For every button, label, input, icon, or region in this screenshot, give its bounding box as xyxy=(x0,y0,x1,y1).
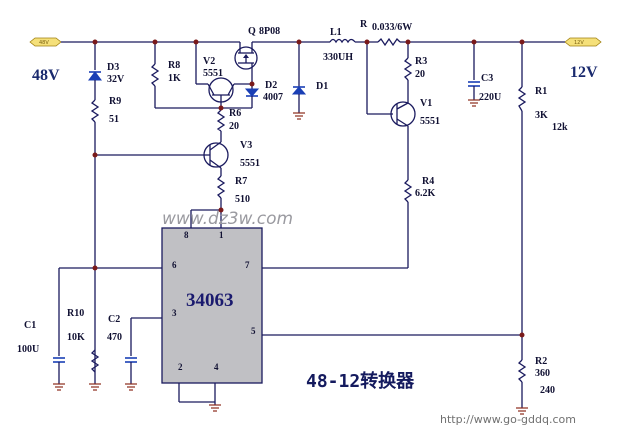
r4-ref: R4 xyxy=(422,176,434,187)
q-value: 8P08 xyxy=(259,26,280,37)
d2-diode xyxy=(221,84,260,109)
r9-ref: R9 xyxy=(109,96,121,107)
c1-value: 100U xyxy=(17,344,39,355)
r7-ref: R7 xyxy=(235,176,247,187)
watermark: www.dz3w.com xyxy=(162,209,293,229)
l1-ref: L1 xyxy=(330,27,342,38)
r4-value: 6.2K xyxy=(415,188,436,199)
r2-alt-value: 240 xyxy=(540,385,555,396)
d3-ref: D3 xyxy=(107,62,119,73)
r1-ref: R1 xyxy=(535,86,547,97)
ic-pin-6: 6 xyxy=(172,260,177,270)
svg-text:48V: 48V xyxy=(39,40,49,46)
c2-ref: C2 xyxy=(108,314,120,325)
r1-value: 3K xyxy=(535,110,548,121)
ic-pin-8: 8 xyxy=(184,230,189,240)
r8-value: 1K xyxy=(168,73,181,84)
junction-dots xyxy=(92,39,525,338)
r10-value: 10K xyxy=(67,332,85,343)
d3-zener-branch xyxy=(88,42,102,372)
r10-resistor xyxy=(88,349,102,391)
v2-ref: V2 xyxy=(203,56,215,67)
v3-ref: V3 xyxy=(240,140,252,151)
ic-pin-3: 3 xyxy=(172,308,177,318)
r6-value: 20 xyxy=(229,121,239,132)
r10-ref: R10 xyxy=(67,308,84,319)
c3-ref: C3 xyxy=(481,73,493,84)
ic-name: 34063 xyxy=(186,290,234,311)
input-voltage-label: 48V xyxy=(32,67,60,84)
r-sense-resistor xyxy=(377,37,401,47)
c3-value: 220U xyxy=(479,92,501,103)
l1-inductor xyxy=(329,38,356,44)
r6-v3-r7-chain xyxy=(95,108,229,228)
l1-value: 330UH xyxy=(323,52,353,63)
ic-pin-4: 4 xyxy=(214,362,219,372)
r-value: 0.033/6W xyxy=(372,22,412,33)
d2-ref: D2 xyxy=(265,80,277,91)
c2-value: 470 xyxy=(107,332,122,343)
v1-ref: V1 xyxy=(420,98,432,109)
r2-value: 360 xyxy=(535,368,550,379)
ic-34063 xyxy=(161,227,263,412)
ic-pin-1: 1 xyxy=(219,230,224,240)
d1-ref: D1 xyxy=(316,81,328,92)
ic-pin-2: 2 xyxy=(178,362,183,372)
r1-alt-value: 12k xyxy=(552,122,568,133)
v1-r3-r4-chain xyxy=(262,42,416,269)
v2-value: 5551 xyxy=(203,68,223,79)
c1-ref: C1 xyxy=(24,320,36,331)
c1-capacitor xyxy=(52,267,162,391)
diagram-title: 48-12转换器 xyxy=(306,370,415,392)
r3-value: 20 xyxy=(415,69,425,80)
r-ref: R xyxy=(360,19,368,30)
c3-capacitor xyxy=(467,42,481,107)
d1-diode xyxy=(291,42,307,120)
q-ref: Q xyxy=(248,26,256,37)
r2-ref: R2 xyxy=(535,356,547,367)
svg-text:12V: 12V xyxy=(574,40,584,46)
d3-value: 32V xyxy=(107,74,125,85)
r6-ref: R6 xyxy=(229,108,241,119)
ic-pin-7: 7 xyxy=(245,260,250,270)
c2-capacitor xyxy=(124,317,162,391)
q-mosfet xyxy=(234,46,258,84)
r3-ref: R3 xyxy=(415,56,427,67)
v3-value: 5551 xyxy=(240,158,260,169)
source-url: http://www.go-gddq.com xyxy=(440,413,576,426)
r7-value: 510 xyxy=(235,194,250,205)
ic-pin-5: 5 xyxy=(251,326,256,336)
v1-value: 5551 xyxy=(420,116,440,127)
r9-value: 51 xyxy=(109,114,119,125)
output-port-12v: 12V xyxy=(564,37,602,47)
top-rail-wires xyxy=(61,41,565,50)
d2-value: 4007 xyxy=(263,92,283,103)
input-port-48v: 48V xyxy=(29,37,62,47)
output-voltage-label: 12V xyxy=(570,64,598,81)
r8-resistor xyxy=(150,42,220,109)
r8-ref: R8 xyxy=(168,60,180,71)
r1-r2-divider xyxy=(262,42,529,415)
